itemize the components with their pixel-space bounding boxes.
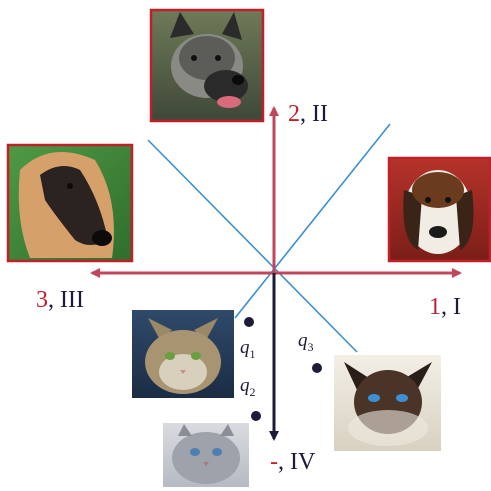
query-point-q1	[244, 317, 254, 327]
query-label-q1: q1	[240, 337, 256, 361]
axis-label-3: 3, III	[36, 287, 84, 313]
dog-coonhound-image	[387, 156, 491, 263]
query-point-q2	[251, 411, 261, 421]
cat-siamese-image	[334, 355, 441, 451]
diagonal-line-a	[147, 139, 358, 353]
query-label-q2: q2	[240, 375, 256, 399]
cat-maine-coon-image	[132, 310, 234, 398]
dog-afghan-image	[6, 143, 134, 263]
diagonal-line-b	[234, 123, 391, 319]
query-point-q3	[312, 363, 322, 373]
dog-elkhound-image	[149, 8, 265, 123]
axis-label-1: 1, I	[429, 294, 461, 320]
query-label-q3: q3	[298, 330, 314, 354]
cat-persian-image	[163, 423, 249, 487]
axis-label-2: 2, II	[288, 101, 328, 127]
axis-label-neg: -, IV	[270, 449, 316, 475]
